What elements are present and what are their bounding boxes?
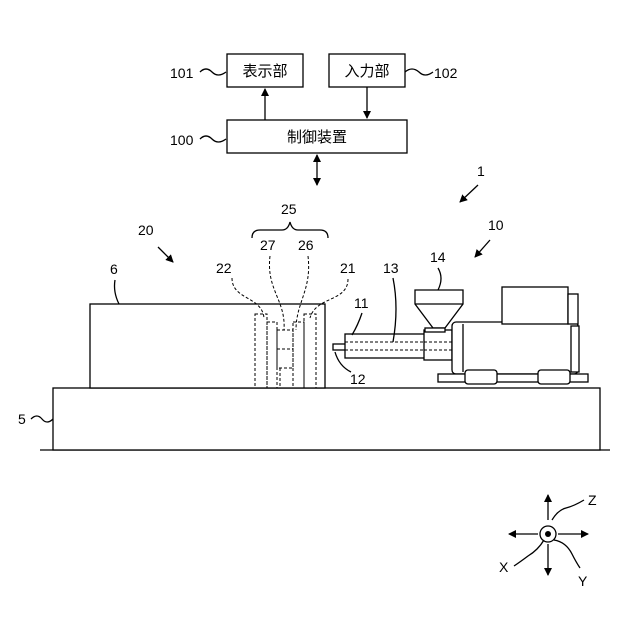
motor <box>502 287 568 324</box>
ref-13: 13 <box>383 260 399 276</box>
frame-base <box>53 388 600 450</box>
ref-22: 22 <box>216 260 232 276</box>
clamping-cover <box>90 304 325 388</box>
ref-26: 26 <box>298 237 314 253</box>
ref-14: 14 <box>430 249 446 265</box>
display-unit-block: 表示部 <box>227 54 303 87</box>
brace-25 <box>252 222 328 238</box>
ref-5: 5 <box>18 411 26 427</box>
axis-indicator: Z X Y <box>499 492 597 589</box>
display-unit-label: 表示部 <box>242 62 287 80</box>
ref-20: 20 <box>138 222 154 238</box>
controller-block: 制御装置 <box>227 120 407 153</box>
ref-11: 11 <box>354 295 369 311</box>
ref-25: 25 <box>281 201 297 217</box>
cylinder <box>345 334 425 358</box>
axis-x-label: X <box>499 559 509 575</box>
ref-10: 10 <box>488 217 504 233</box>
axis-z-label: Z <box>588 492 597 508</box>
input-unit-label: 入力部 <box>344 62 389 80</box>
ref-100: 100 <box>170 132 194 148</box>
ref-12: 12 <box>350 371 366 387</box>
ref-1: 1 <box>477 163 485 179</box>
drive-housing <box>452 322 578 374</box>
controller-label: 制御装置 <box>287 128 347 146</box>
input-unit-block: 入力部 <box>329 54 405 87</box>
ref-102: 102 <box>434 65 458 81</box>
axis-y-label: Y <box>578 573 588 589</box>
ref-101: 101 <box>170 65 194 81</box>
ref-21: 21 <box>340 260 356 276</box>
ref-27: 27 <box>260 237 276 253</box>
ref-6: 6 <box>110 261 118 277</box>
